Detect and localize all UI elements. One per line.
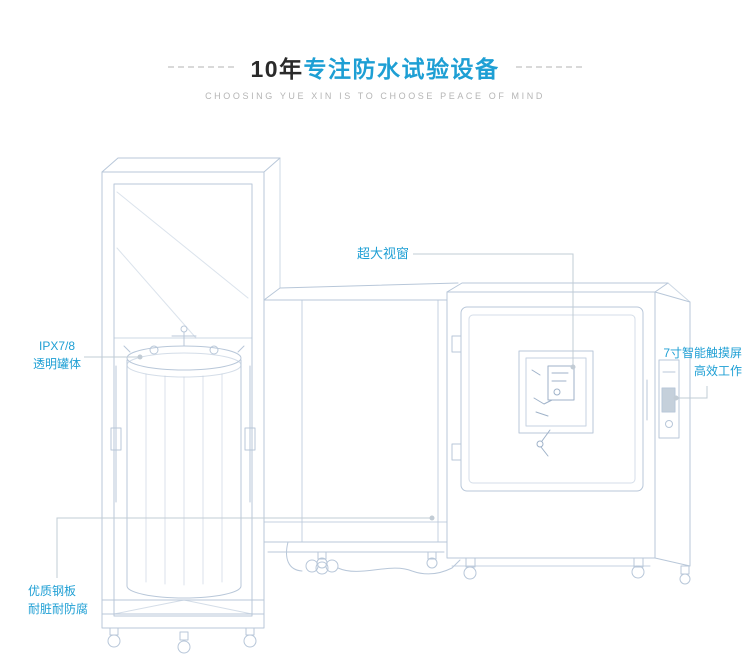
header: 10年专注防水试验设备 CHOOSING YUE XIN IS TO CHOOS…: [0, 50, 750, 101]
right-chamber-drawing: [446, 282, 691, 585]
label-viewport-text: 超大视窗: [357, 246, 410, 261]
label-viewport: 超大视窗: [357, 245, 409, 263]
label-touchscreen: 7寸智能触摸屏 高效工作: [663, 344, 742, 380]
left-tower-drawing: [101, 157, 281, 629]
transparent-tank-drawing: [110, 325, 256, 599]
viewport-leader-line: [413, 253, 576, 370]
touchscreen-leader-line: [673, 386, 708, 401]
viewport-window-drawing: [518, 350, 594, 457]
tank-leader-line: [84, 354, 143, 360]
subtitle: CHOOSING YUE XIN IS TO CHOOSE PEACE OF M…: [205, 91, 545, 101]
touch-panel-drawing: [658, 359, 680, 439]
title-main: 专注防水试验设备: [303, 56, 500, 82]
label-touchscreen-line2: 高效工作: [693, 364, 742, 378]
steel-leader-line: [56, 515, 435, 578]
label-tank-line1: IPX7/8: [38, 339, 76, 353]
middle-chamber-drawing: [263, 282, 459, 569]
label-steel-line1: 优质钢板: [28, 584, 77, 598]
label-tank: IPX7/8 透明罐体: [24, 337, 90, 373]
page-title: 10年专注防水试验设备: [250, 50, 499, 84]
title-row: 10年专注防水试验设备: [168, 50, 582, 84]
title-prefix: 10年: [250, 56, 304, 82]
title-dash-right: [515, 66, 582, 68]
label-steel-line2: 耐脏耐防腐: [28, 602, 89, 616]
label-touchscreen-line1: 7寸智能触摸屏: [663, 346, 742, 360]
tower-base-drawing: [101, 599, 265, 654]
callout-lines: [56, 253, 708, 578]
title-dash-left: [168, 66, 235, 68]
hose-drawing: [286, 541, 461, 575]
label-steel: 优质钢板 耐脏耐防腐: [28, 582, 88, 618]
label-tank-line2: 透明罐体: [32, 357, 81, 371]
